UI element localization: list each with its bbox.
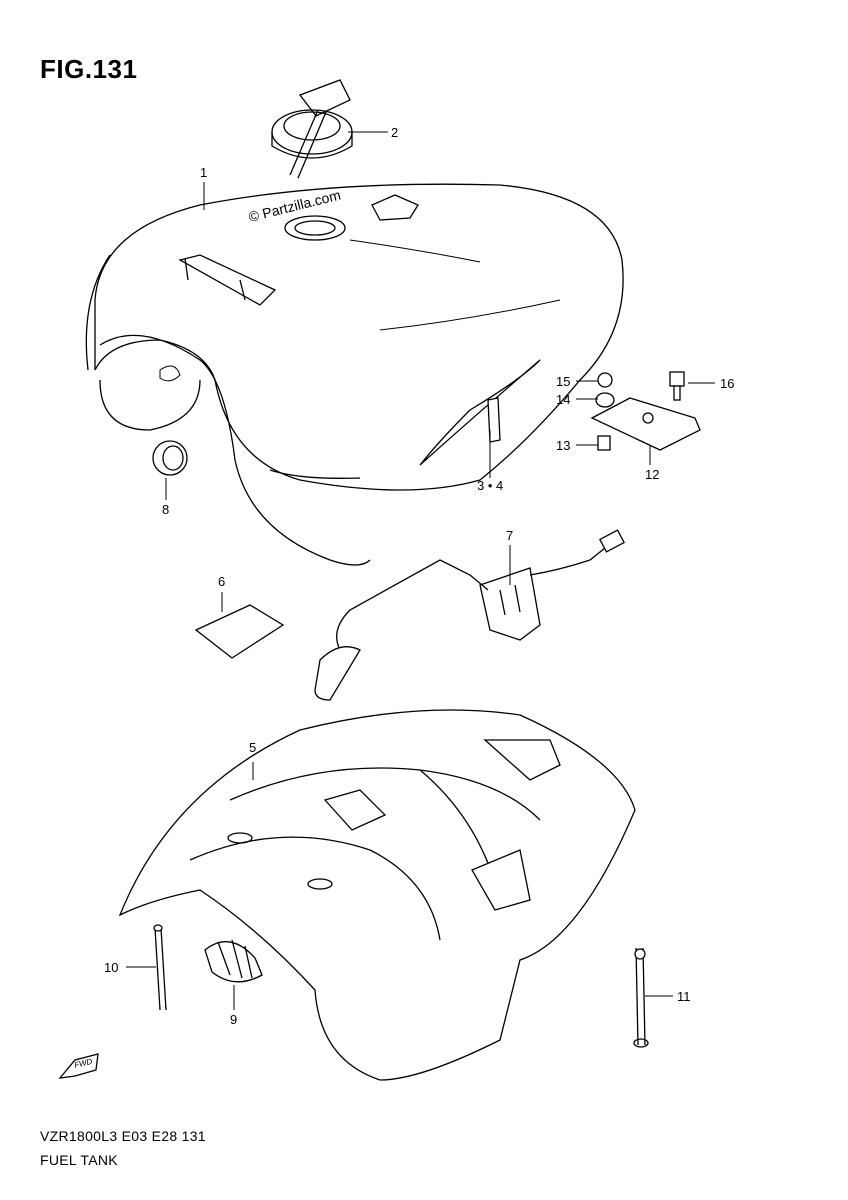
cushion-part[interactable] [152,440,188,476]
callout-14: 14 [556,392,570,407]
callout-9: 9 [230,1012,237,1027]
diagram-name: FUEL TANK [40,1152,118,1168]
svg-text:FWD: FWD [73,1057,93,1070]
callout-6: 6 [218,574,225,589]
label-sheet-part[interactable] [194,604,285,659]
fuel-tank-part[interactable] [85,183,624,566]
callout-12: 12 [645,467,659,482]
callout-11: 11 [677,989,691,1004]
fuel-pump-part[interactable] [314,529,625,701]
heat-cover-part[interactable] [118,709,636,1081]
callout-7: 7 [506,528,513,543]
callout-15: 15 [556,374,570,389]
band-part[interactable] [633,947,649,1048]
cushion-clip-part[interactable] [204,939,263,983]
callout-3-4: 3 • 4 [477,478,503,493]
clamp-tie-part[interactable] [153,924,167,1011]
callout-5: 5 [249,740,256,755]
callout-2: 2 [391,125,398,140]
callout-10: 10 [104,960,118,975]
callout-16: 16 [720,376,734,391]
callout-leaders [126,131,715,1010]
callout-1: 1 [200,165,207,180]
callout-8: 8 [162,502,169,517]
fuel-cap-part[interactable] [271,79,353,179]
forward-direction-icon: FWD [58,1053,99,1079]
callout-13: 13 [556,438,570,453]
bracket-assembly-part[interactable] [590,371,701,451]
figure-title: FIG.131 [40,54,138,84]
model-code: VZR1800L3 E03 E28 131 [40,1128,206,1144]
